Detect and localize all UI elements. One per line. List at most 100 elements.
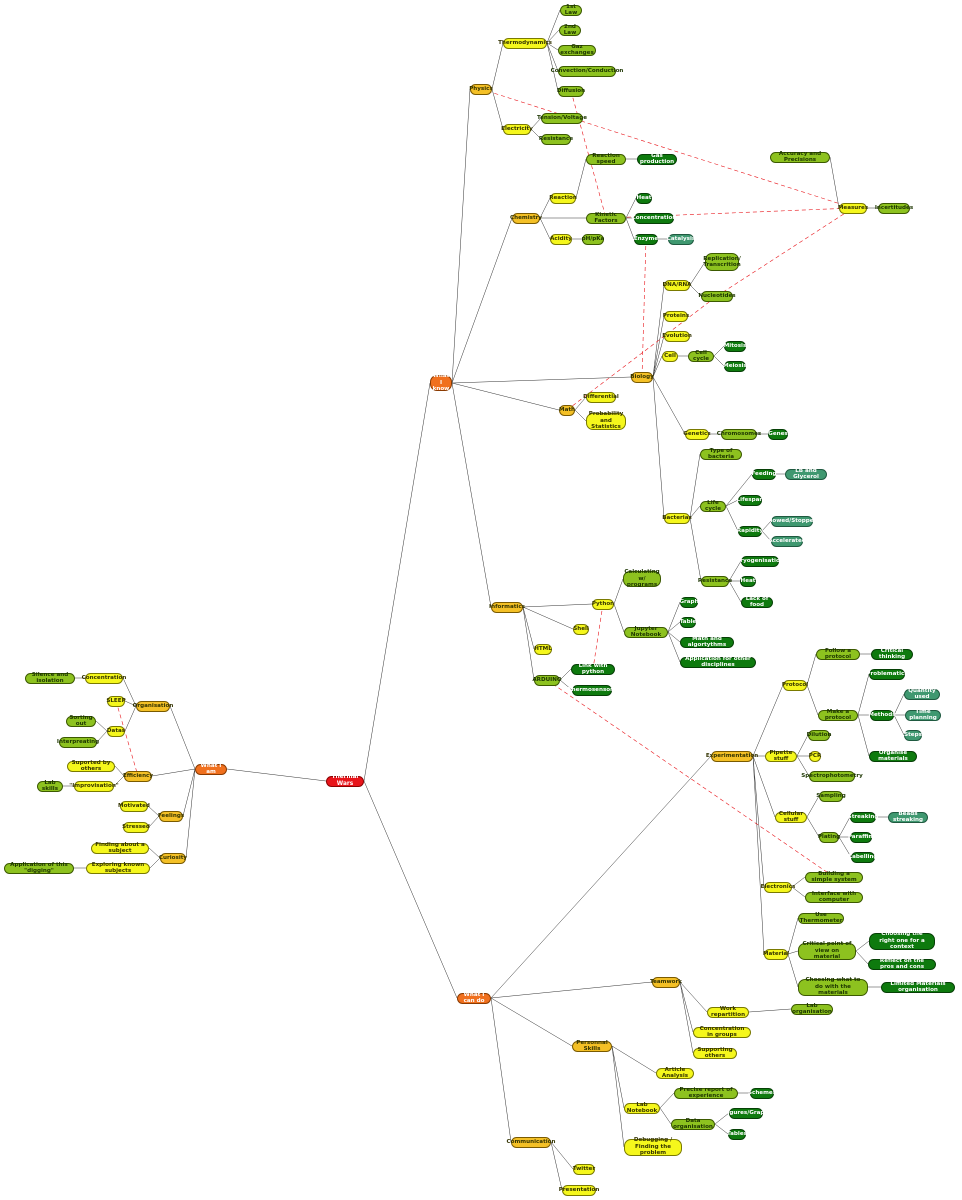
node-tension: Tension/Voltage (537, 112, 587, 124)
edge-thermo-convec (546, 42, 559, 72)
edge-python-jupyter (613, 603, 625, 633)
node-cryo: Cryogenisation (736, 555, 784, 567)
edge-am-feelings (182, 768, 196, 817)
node-comm: Communication (507, 1136, 556, 1148)
node-gasex: Gaz exchanges (558, 44, 596, 56)
node-heat1: Heat (636, 192, 652, 204)
node-precise: Precise report of experience (674, 1087, 738, 1099)
node-convec: Convection/Conduction (551, 65, 623, 77)
cross-link-enzyme-bio (641, 238, 647, 378)
edge-curiosity-exploring (149, 857, 161, 869)
node-am: What I am (195, 763, 227, 775)
edge-kinetic-enzyme (625, 217, 635, 240)
node-organmat: Organise materials (869, 750, 917, 762)
edge-root-know (363, 382, 431, 782)
edge-know-physics (451, 88, 471, 384)
node-present: Presentation (559, 1184, 599, 1196)
node-html: HTML (534, 643, 552, 655)
edge-bacteria-resistance (689, 517, 702, 582)
node-concgroups: Concentration in groups (693, 1026, 751, 1038)
edge-personal-article (611, 1045, 657, 1074)
node-cellular: Cellular stuff (775, 811, 807, 823)
node-meiosis: Meiosis (723, 360, 747, 372)
node-python: Python (592, 598, 614, 610)
cross-link-kinetic-measures (605, 207, 854, 219)
node-makeproto: Make a protocol (818, 709, 858, 721)
edge-resistance-lackfood (728, 580, 742, 603)
node-experim: Experimentation (706, 750, 758, 762)
node-replic: Replication/ Transcrition (703, 253, 741, 271)
edge-know-info (451, 382, 492, 608)
node-beads: Beads streaking (888, 811, 928, 823)
edge-know-math (451, 382, 560, 411)
node-electronics: Electronics (761, 881, 795, 893)
node-thermo: Thermodynamics (498, 37, 552, 49)
edge-cando-teamwork (490, 981, 653, 999)
edge-info-html (522, 606, 535, 650)
edge-organis-sleep (124, 700, 137, 707)
node-heat2: Heat (740, 575, 756, 587)
node-motivated: Motivated (118, 800, 150, 812)
edge-comm-twitter (550, 1141, 574, 1170)
edge-efficiency-supported (114, 765, 125, 777)
node-root: Thermal Wars (326, 774, 364, 787)
edge-material-usethermo (787, 917, 799, 955)
node-dataorg: Data organisation (671, 1118, 715, 1130)
edge-curiosity-finding (148, 847, 161, 859)
node-exploring: Exploring known subjects (86, 862, 150, 874)
edge-jupyter-table (667, 621, 681, 633)
node-calcprog: Calculating w/ programs (623, 569, 661, 589)
node-bio: Biology (630, 371, 654, 383)
edge-electronics-interface (791, 886, 806, 898)
edge-bio-evol (652, 335, 665, 378)
edge-arduino-thermosens (559, 679, 573, 691)
edge-cellular-plating (806, 816, 820, 838)
edge-comm-present (550, 1141, 563, 1191)
edge-experim-protocol (752, 684, 784, 757)
node-steps: Steps (904, 729, 922, 741)
edge-chem-acidity (539, 217, 551, 240)
node-shell: Shell (573, 623, 589, 635)
node-jupyter: Jupyter Notebook (624, 626, 668, 638)
edge-methods-quantity (893, 693, 905, 716)
edge-plating-streaking (838, 816, 851, 838)
node-bacteria: Bacterias (662, 512, 692, 524)
edge-dna-nucleo (689, 284, 702, 297)
edge-info-shell (522, 606, 574, 630)
edge-cellcycle-meiosis (713, 355, 725, 367)
node-acidity: Acidity (550, 233, 572, 245)
node-labskills: Lab skills (37, 780, 63, 792)
node-genetics: Genetics (683, 428, 711, 440)
edge-know-chem (451, 217, 513, 384)
edge-jupyter-graph (667, 601, 681, 633)
node-rspeed: Reaction speed (586, 153, 626, 165)
edge-elec-tension (530, 117, 542, 130)
node-plating: Plating (818, 831, 840, 843)
node-slowed: Slowed/Stopped (766, 515, 818, 527)
node-personal: Personnal Skills (572, 1040, 612, 1052)
edge-bio-proteins (652, 315, 665, 378)
node-resist: Resistance (539, 133, 573, 145)
edge-experim-electronics (752, 755, 765, 888)
node-diff: Differential (583, 391, 619, 403)
node-rapidity: Rapidity (737, 525, 763, 537)
edge-cando-experim (490, 755, 712, 999)
edge-reaction-rspeed (575, 158, 587, 199)
edge-workrep-laborg (748, 1008, 792, 1013)
edge-physics-elec (491, 88, 504, 130)
node-buildsys: Building a simple system (805, 871, 863, 883)
edge-material-critpoint (787, 950, 799, 955)
node-tables: Tables (727, 1128, 747, 1140)
edge-know-bio (451, 376, 632, 384)
edge-methods-steps (893, 714, 905, 736)
node-elec: Electricity (501, 123, 533, 135)
node-usethermo: Use Thermometer (798, 911, 844, 924)
node-dilution: Dilution (807, 729, 831, 741)
edge-thermo-law2 (546, 29, 560, 44)
node-silence: Silence and isolation (25, 672, 75, 684)
node-gasprod: Gas production (637, 153, 677, 165)
edge-organis-datas (124, 705, 137, 732)
node-spectro: Spectrophotometry (801, 770, 863, 782)
edge-bio-genetics (652, 376, 686, 435)
edge-rapidity-accel (761, 530, 772, 542)
